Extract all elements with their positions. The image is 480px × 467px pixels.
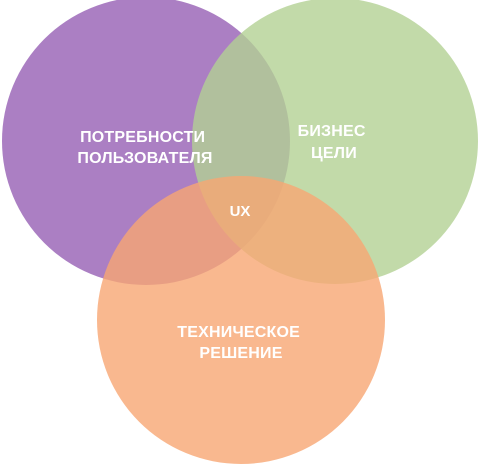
business-goals-label-line-1: БИЗНЕС — [298, 123, 366, 140]
user-needs-label: ПОТРЕБНОСТИ ПОЛЬЗОВАТЕЛЯ — [77, 129, 212, 167]
technical-solution-label: ТЕХНИЧЕСКОЕ РЕШЕНИЕ — [177, 324, 304, 362]
user-needs-label-line-1: ПОТРЕБНОСТИ — [80, 129, 205, 146]
business-goals-label: БИЗНЕС ЦЕЛИ — [298, 123, 371, 162]
technical-solution-label-line-1: ТЕХНИЧЕСКОЕ — [177, 324, 300, 341]
technical-solution-circle — [97, 176, 385, 464]
ux-intersection-label: UX — [230, 203, 251, 220]
technical-solution-label-line-2: РЕШЕНИЕ — [199, 345, 282, 362]
business-goals-label-line-2: ЦЕЛИ — [311, 145, 357, 162]
user-needs-label-line-2: ПОЛЬЗОВАТЕЛЯ — [77, 150, 212, 167]
